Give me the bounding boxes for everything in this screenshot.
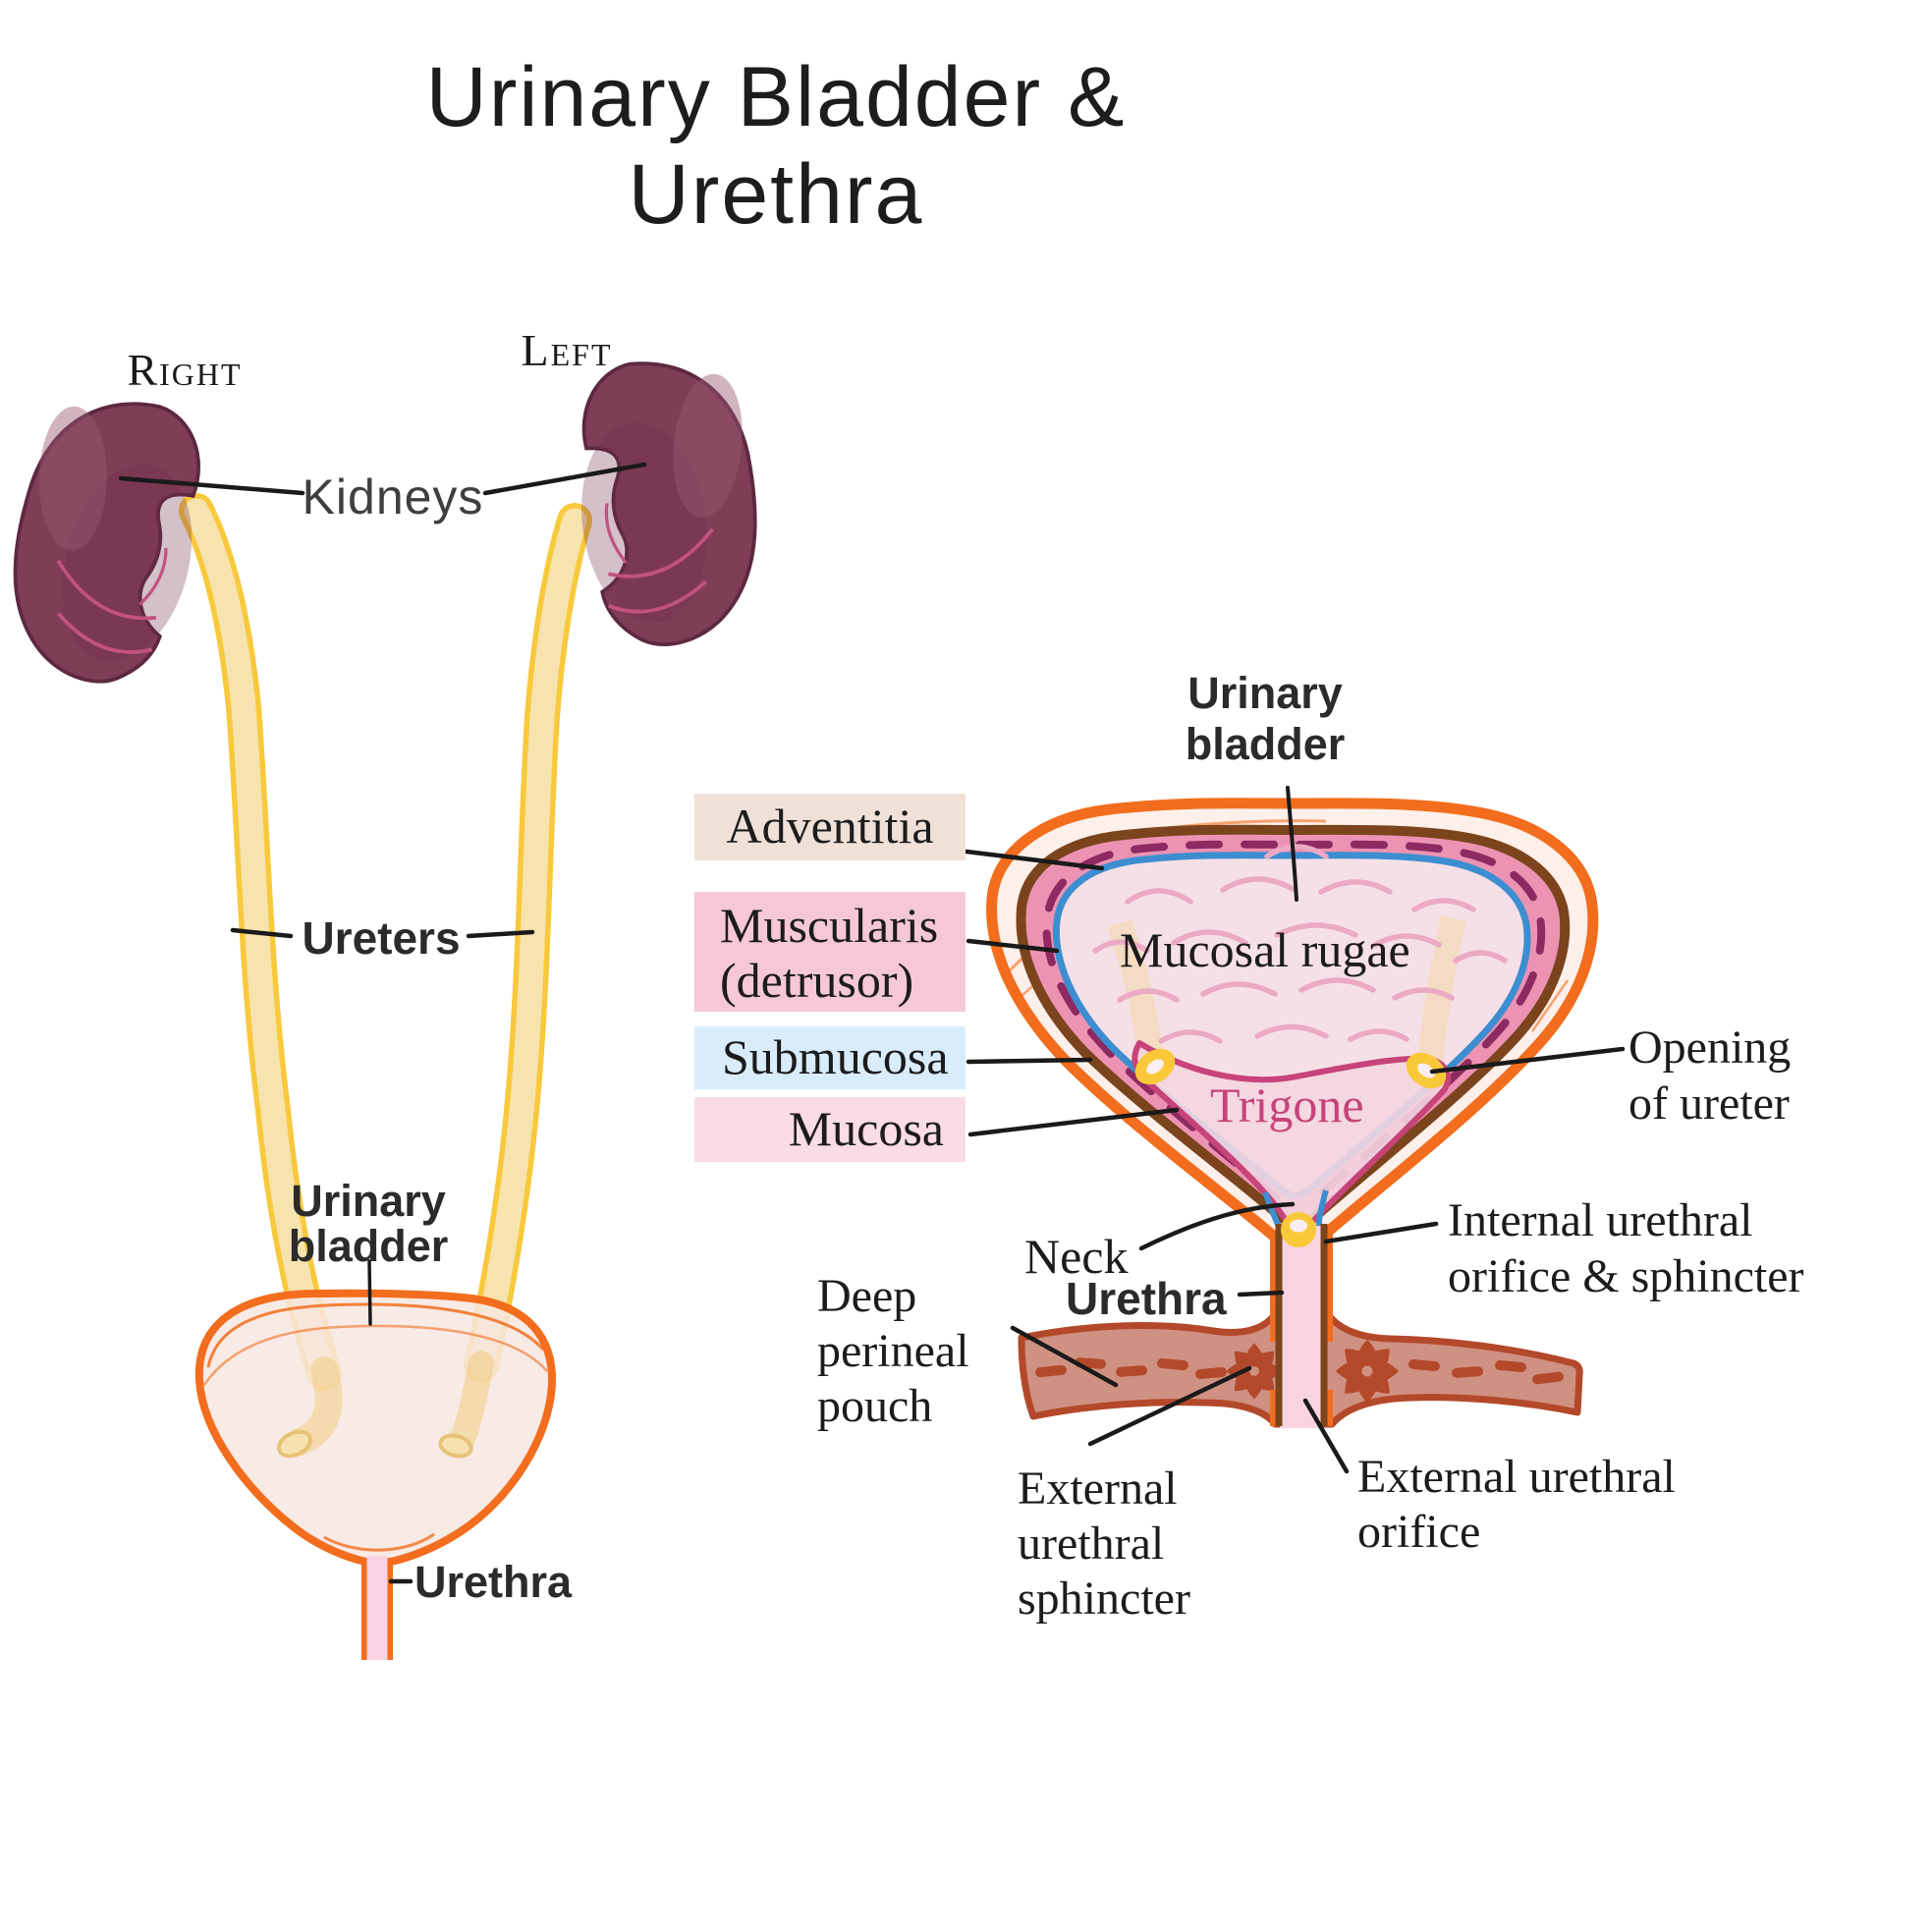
mucosal-rugae-arcs — [1092, 844, 1508, 1044]
ureter-orifice-right-shape — [438, 1433, 473, 1459]
urethra-label-right: Urethra — [1066, 1273, 1227, 1324]
mucosa-box: Mucosa — [694, 1097, 966, 1162]
opening-of-ureter-label: Opening of ureter — [1628, 1021, 1792, 1130]
ureter-right-tube — [179, 493, 342, 1391]
urinary-bladder-label-left: Urinary bladder — [288, 1176, 449, 1271]
urethra-label-left: Urethra — [414, 1557, 573, 1607]
leader-bladder-right — [1286, 786, 1298, 902]
kidney-right-shape — [0, 377, 220, 697]
deep-perineal-pouch-label: Deep perineal pouch — [817, 1270, 969, 1432]
urinary-bladder-label-right: Urinary bladder — [1185, 668, 1346, 769]
internal-urethral-label: Internal urethral orifice & sphincter — [1448, 1194, 1804, 1302]
ureters-label: Ureters — [302, 912, 461, 964]
leader-external-orifice — [1302, 1398, 1350, 1474]
external-urethral-orifice-label: External urethral orifice — [1357, 1451, 1676, 1558]
submucosa-box: Submucosa — [694, 1026, 966, 1089]
leader-bladder-left — [367, 1259, 372, 1326]
leader-opening-of-ureter — [1429, 1046, 1626, 1075]
internal-urethral-orifice-shape — [1281, 1212, 1316, 1247]
leader-adventitia — [964, 849, 1105, 871]
external-urethral-sphincter-label: External urethral sphincter — [1018, 1463, 1190, 1625]
trigone-label: Trigone — [1210, 1077, 1364, 1132]
leader-mucosa — [967, 1107, 1180, 1137]
neck-label: Neck — [1024, 1229, 1129, 1284]
bladder-simple-shape — [194, 1289, 557, 1568]
page-title: Urinary Bladder & Urethra — [425, 50, 1127, 242]
ureter-left-tube — [464, 503, 592, 1383]
trigone-shape — [1132, 1040, 1452, 1230]
kidneys-label: Kidneys — [302, 469, 484, 524]
leader-ureters-right — [230, 927, 294, 939]
opening-of-ureter-right-shape — [1406, 1052, 1447, 1089]
urethra-tube-right — [1270, 1224, 1333, 1428]
side-label-right: Right — [127, 345, 243, 395]
adventitia-box: Adventitia — [694, 794, 966, 860]
leader-external-sphincter — [1087, 1365, 1252, 1447]
side-label-left: Left — [521, 325, 613, 375]
leader-kidneys-right — [118, 475, 305, 496]
leader-muscularis — [966, 938, 1060, 954]
leader-urethra-right — [1237, 1290, 1285, 1297]
leader-kidneys-left — [482, 462, 647, 496]
opening-of-ureter-left-shape — [1134, 1048, 1176, 1085]
leader-ureters-left — [466, 929, 535, 939]
leader-internal-urethral — [1323, 1221, 1439, 1244]
leader-submucosa — [966, 1057, 1093, 1065]
leader-neck — [1138, 1201, 1296, 1251]
ureter-orifice-left-shape — [276, 1429, 313, 1459]
leader-deep-pouch — [1010, 1325, 1119, 1388]
detrusor-dashed-line — [1042, 840, 1546, 1202]
kidney-left-shape — [569, 347, 776, 655]
muscularis-box: Muscularis (detrusor) — [694, 892, 966, 1012]
mucosal-rugae-label: Mucosal rugae — [1120, 922, 1410, 977]
